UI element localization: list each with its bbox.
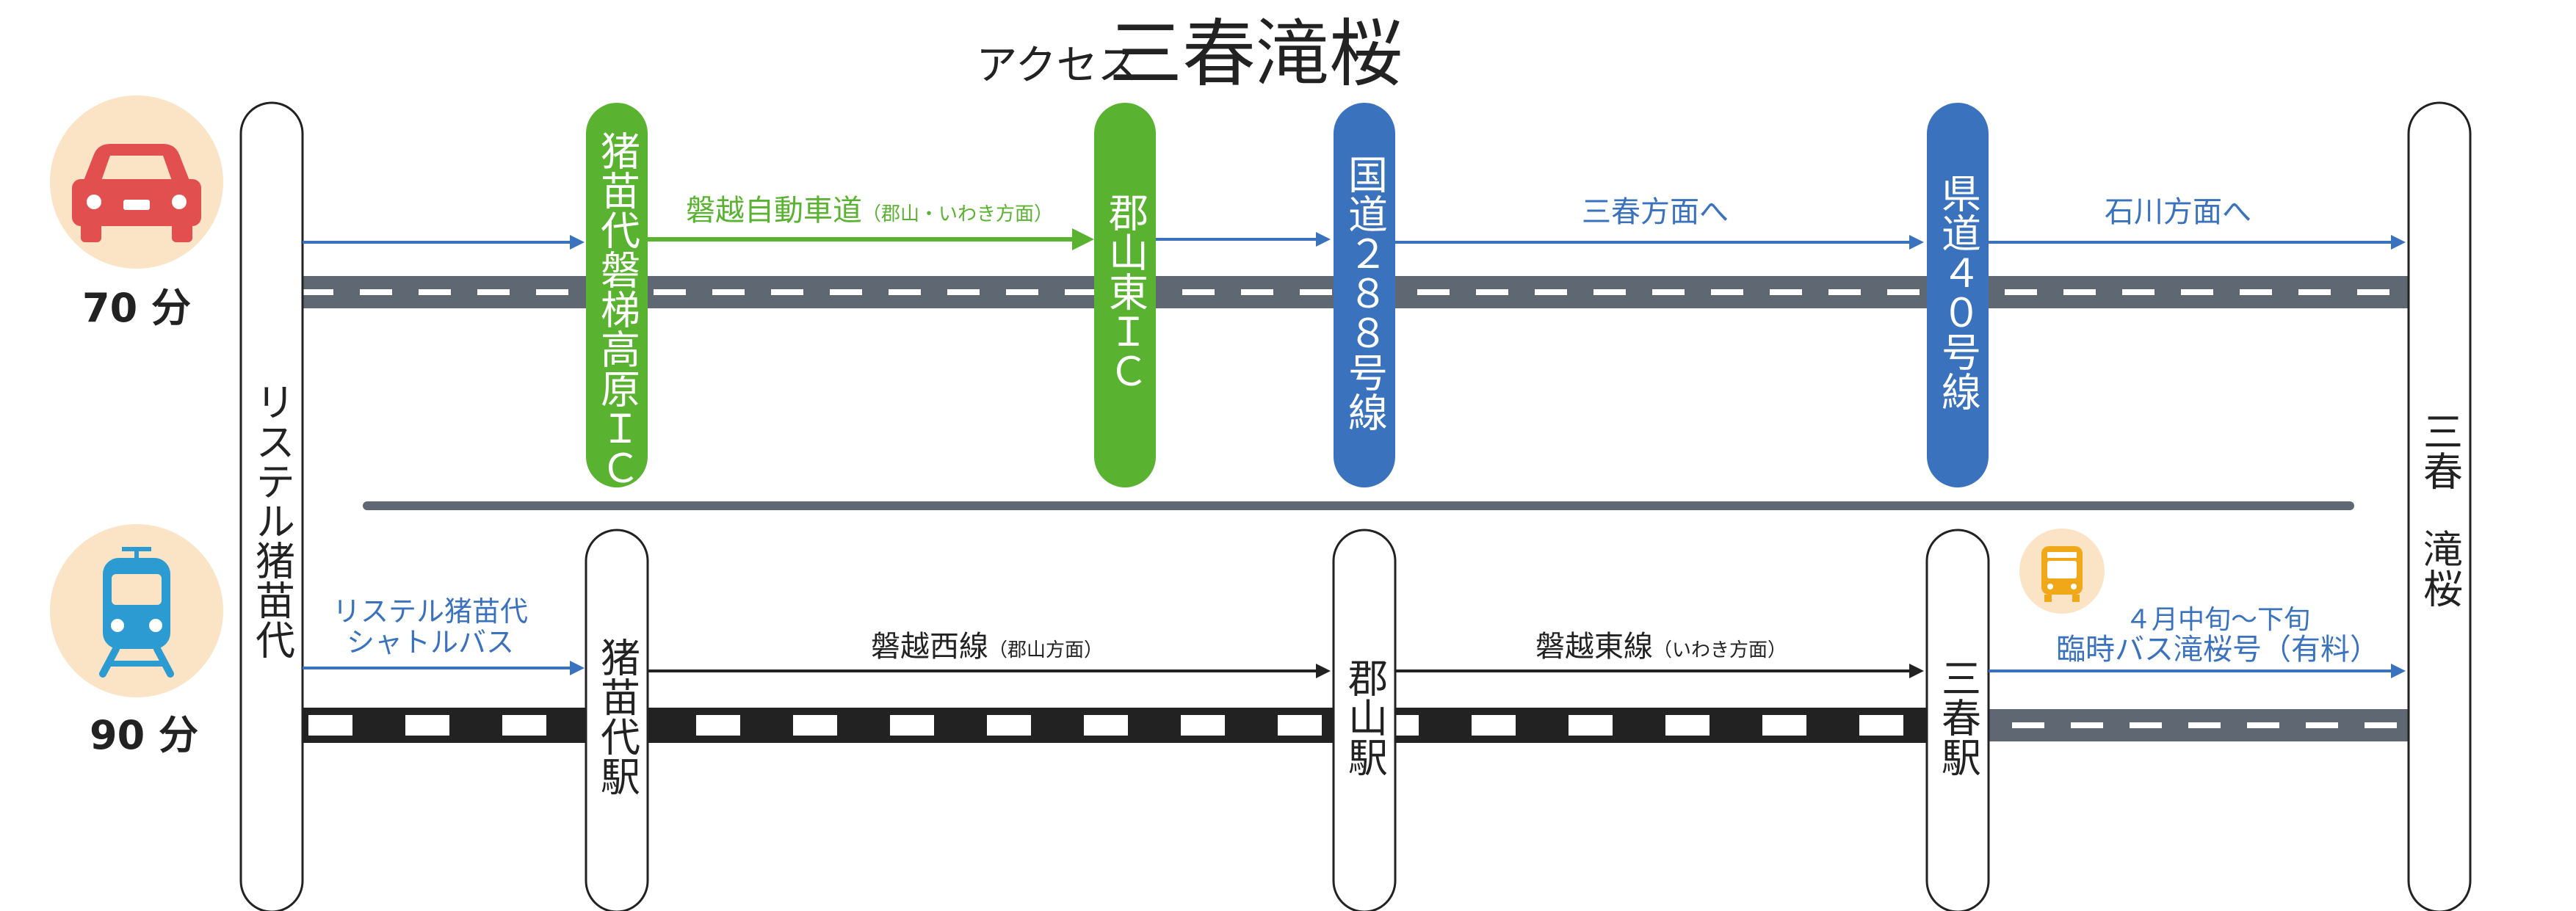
stop-label-koriyama-higashi-ic: 郡山東ＩＣ — [1102, 192, 1148, 391]
bus-icon — [2019, 529, 2105, 614]
stop-label-prefectural-40: 県道４０号線 — [1935, 173, 1981, 411]
train-segment-shuttle-label-1: リステル猪苗代 — [333, 595, 528, 628]
train-segment-banetsu-west-label: 磐越西線（郡山方面） — [871, 630, 1103, 664]
end-label-top: 三春 — [2417, 411, 2463, 490]
train-segment-banetsu-east-label: 磐越東線（いわき方面） — [1535, 630, 1787, 664]
end-label-bottom: 滝桜 — [2417, 529, 2463, 608]
car-time: 70 分 — [82, 285, 191, 331]
car-icon — [50, 95, 223, 269]
station-pill-miharu — [1925, 529, 1990, 911]
car-segment-joban-label: 磐越自動車道（郡山・いわき方面） — [686, 194, 1053, 228]
end-pill — [2407, 101, 2472, 911]
station-label-inawashiro: 猪苗代駅 — [594, 637, 640, 796]
station-label-miharu: 三春駅 — [1935, 658, 1981, 777]
stop-pill-prefectural-40 — [1927, 103, 1989, 487]
train-time: 90 分 — [90, 712, 198, 758]
train-icon — [50, 524, 223, 697]
station-pill-inawashiro — [585, 529, 649, 911]
title-prefix: アクセス — [976, 42, 1138, 90]
stop-label-route-288: 国道２８８号線 — [1342, 154, 1388, 432]
train-segment-bus-label-2: 臨時バス滝桜号（有料） — [2056, 633, 2379, 667]
start-pill — [239, 101, 304, 911]
car-segment-ishikawa-label: 石川方面へ — [2105, 195, 2251, 229]
station-label-koriyama: 郡山駅 — [1342, 658, 1388, 777]
car-segment-miharu-label: 三春方面へ — [1582, 195, 1729, 229]
train-segment-bus-label-1: ４月中旬〜下旬 — [2125, 605, 2310, 635]
stop-pill-koriyama-higashi-ic — [1094, 103, 1156, 487]
stop-label-inawashiro-ic: 猪苗代磐梯高原ＩＣ — [594, 131, 640, 487]
stop-pill-route-288 — [1334, 103, 1395, 487]
stop-pill-inawashiro-ic — [586, 103, 648, 487]
train-segment-shuttle-label-2: シャトルバス — [347, 626, 514, 658]
station-pill-koriyama — [1332, 529, 1397, 911]
start-label: リステル猪苗代 — [249, 382, 295, 659]
page-title: 三春滝桜 — [1109, 11, 1403, 97]
